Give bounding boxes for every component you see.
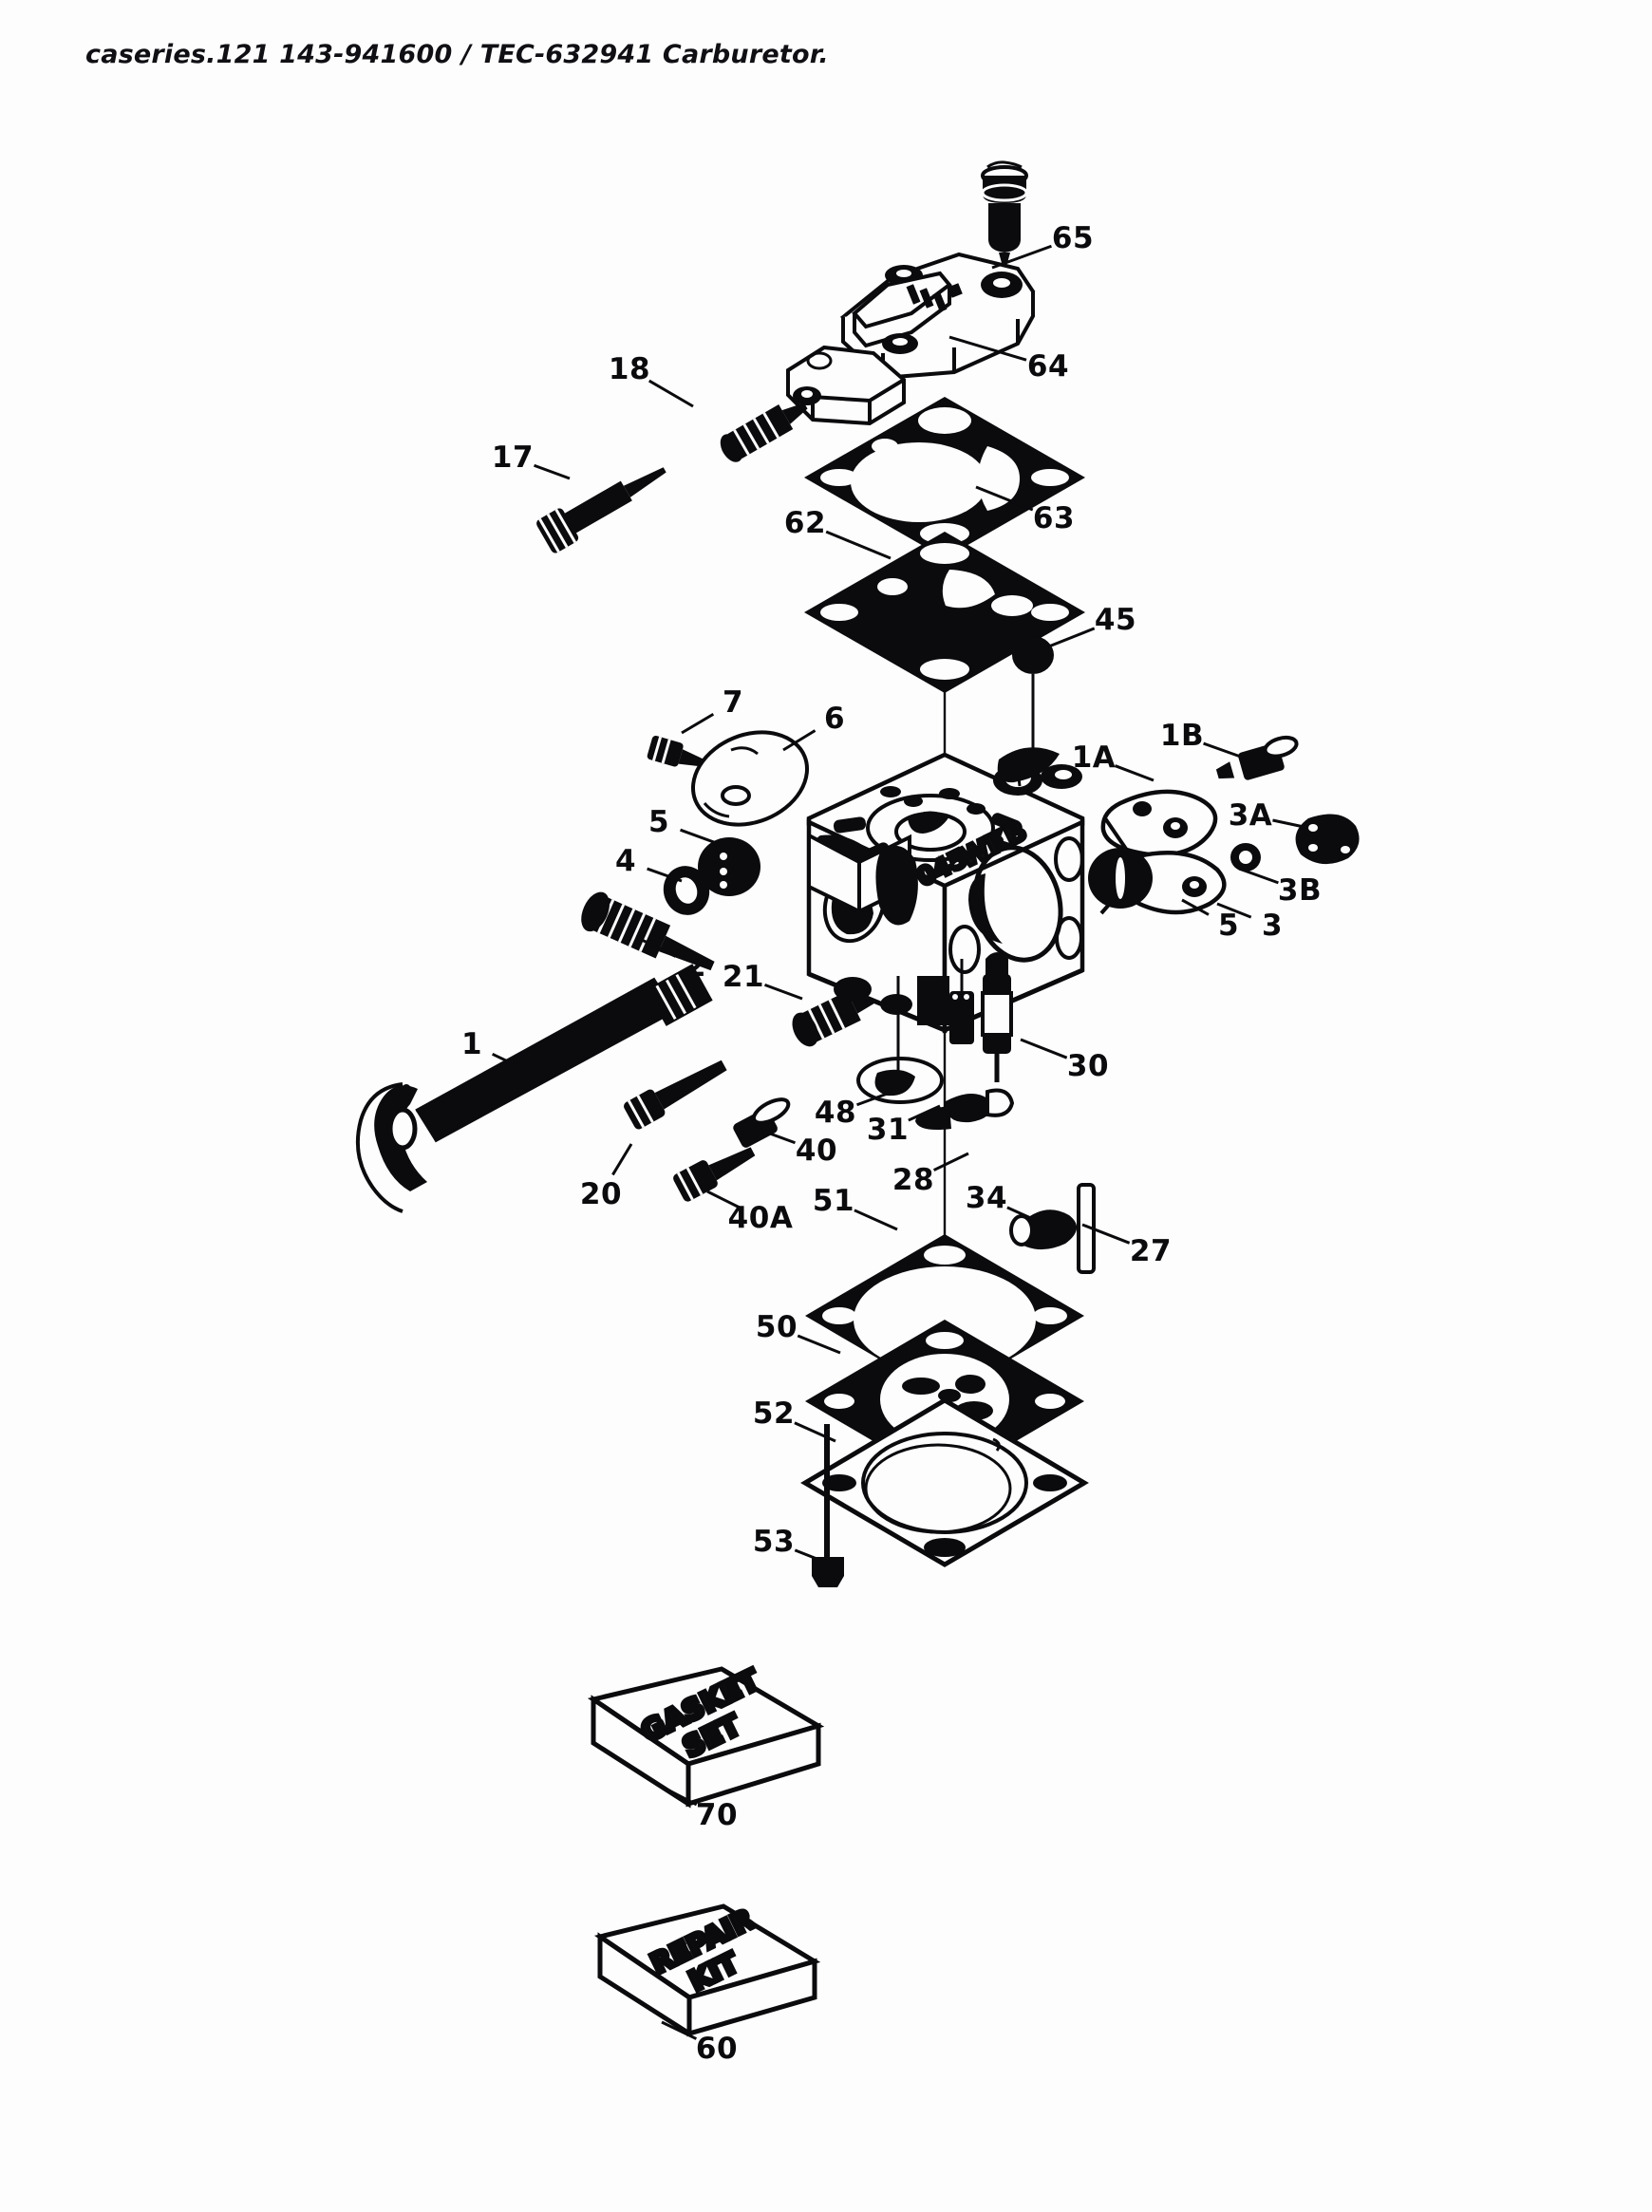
leader-line-20 bbox=[611, 1143, 633, 1176]
callout-label-1A: 1A bbox=[1071, 740, 1117, 775]
part-45-welch-plug bbox=[1012, 636, 1054, 759]
leader-line-53 bbox=[794, 1548, 825, 1564]
callout-label-18: 18 bbox=[608, 352, 651, 386]
callout-label-51: 51 bbox=[812, 1184, 855, 1218]
callout-label-17: 17 bbox=[491, 441, 535, 475]
callout-leader-lines bbox=[492, 244, 1309, 2040]
leader-line-1 bbox=[492, 1052, 533, 1075]
leader-line-63 bbox=[975, 485, 1034, 512]
part-1-throttle-shaft-lever bbox=[355, 964, 713, 1213]
part-3B-washer bbox=[1230, 843, 1261, 872]
leader-line-5 bbox=[1181, 898, 1210, 916]
part-34-lever-pin bbox=[1009, 1209, 1078, 1250]
callout-label-21: 21 bbox=[722, 960, 765, 994]
part-65-plug bbox=[981, 160, 1028, 273]
part-20-screw bbox=[624, 1059, 727, 1130]
callout-label-2: 2 bbox=[685, 949, 707, 984]
callout-label-48: 48 bbox=[814, 1096, 857, 1130]
leader-line-17 bbox=[534, 463, 571, 480]
part-3A-screw-plug bbox=[1295, 814, 1360, 865]
part-6-cover-plate bbox=[690, 730, 810, 827]
leader-line-7 bbox=[681, 712, 715, 735]
leader-line-1B bbox=[1203, 741, 1249, 761]
callout-label-65: 65 bbox=[1051, 221, 1095, 255]
callout-label-28: 28 bbox=[892, 1163, 935, 1197]
part-1B-screw bbox=[1215, 735, 1299, 780]
leader-line-28 bbox=[932, 1152, 969, 1172]
part-53-cover-screw bbox=[812, 1424, 844, 1587]
part-5-grommet-right bbox=[1088, 848, 1153, 909]
callout-label-3B: 3B bbox=[1277, 873, 1323, 908]
leader-line-31 bbox=[908, 1104, 941, 1122]
leader-line-50 bbox=[797, 1334, 841, 1355]
callout-label-27: 27 bbox=[1129, 1234, 1173, 1268]
leader-line-1A bbox=[1114, 764, 1155, 782]
callout-label-62: 62 bbox=[783, 506, 827, 540]
part-17-screw bbox=[536, 467, 666, 553]
leader-line-34 bbox=[1006, 1206, 1036, 1222]
leader-line-52 bbox=[794, 1421, 836, 1443]
callout-label-40: 40 bbox=[795, 1134, 838, 1168]
leader-line-45 bbox=[1031, 627, 1096, 655]
part-1A-throttle-lever bbox=[1100, 789, 1218, 857]
leader-line-4 bbox=[647, 867, 683, 883]
leader-line-21 bbox=[763, 983, 803, 1001]
callout-label-4: 4 bbox=[614, 844, 637, 878]
leader-line-2 bbox=[641, 938, 677, 958]
leader-line-3B bbox=[1238, 867, 1279, 885]
part-64-pump-cover bbox=[786, 252, 1036, 426]
part-63-pump-gasket bbox=[804, 397, 1085, 558]
part-7-screw bbox=[647, 736, 704, 767]
leader-line-40A bbox=[706, 1190, 742, 1209]
callout-label-5: 5 bbox=[648, 805, 670, 839]
leader-line-40 bbox=[759, 1128, 796, 1145]
leader-line-18 bbox=[648, 379, 694, 408]
page-title: caseries.121 143-941600 / TEC-632941 Car… bbox=[85, 40, 829, 69]
callout-label-7: 7 bbox=[722, 685, 744, 720]
leader-line-48 bbox=[856, 1090, 893, 1107]
part-5-grommet-left bbox=[698, 837, 760, 896]
callout-label-45: 45 bbox=[1094, 603, 1137, 637]
callout-label-5: 5 bbox=[1217, 909, 1240, 943]
callout-label-1: 1 bbox=[460, 1027, 483, 1061]
carburetor-main-body: WKB 045 bbox=[806, 747, 1085, 1034]
callout-label-3: 3 bbox=[1261, 909, 1284, 943]
leader-line-6 bbox=[782, 729, 817, 752]
callout-label-31: 31 bbox=[866, 1113, 910, 1147]
kit-box-repair-kit: REPAIR KIT bbox=[593, 1901, 821, 2038]
leader-line-64 bbox=[948, 335, 1027, 362]
kit-box-gasket-set: GASKET SET bbox=[587, 1661, 825, 1809]
callout-label-30: 30 bbox=[1066, 1049, 1110, 1083]
callout-label-63: 63 bbox=[1032, 501, 1076, 535]
part-48-check-valve bbox=[856, 1057, 944, 1104]
leader-line-30 bbox=[1020, 1038, 1068, 1059]
leader-line-5 bbox=[680, 828, 723, 847]
callout-label-60: 60 bbox=[695, 2032, 739, 2066]
leader-line-51 bbox=[854, 1209, 898, 1231]
leader-line-70 bbox=[661, 1785, 698, 1807]
part-30-fuel-inlet-screen bbox=[981, 952, 1013, 1082]
leader-line-60 bbox=[661, 2020, 698, 2040]
part-52-metering-cover bbox=[800, 1397, 1089, 1567]
callout-label-3A: 3A bbox=[1228, 798, 1273, 833]
callout-label-34: 34 bbox=[965, 1181, 1008, 1215]
leader-line-62 bbox=[825, 530, 892, 560]
callout-label-52: 52 bbox=[752, 1397, 796, 1431]
callout-label-50: 50 bbox=[755, 1310, 798, 1344]
leader-line-65 bbox=[991, 244, 1052, 270]
leader-line-27 bbox=[1081, 1223, 1131, 1245]
part-40A-screw bbox=[673, 1147, 756, 1202]
callout-label-53: 53 bbox=[752, 1525, 796, 1559]
callout-label-1B: 1B bbox=[1159, 719, 1205, 753]
callout-label-40A: 40A bbox=[727, 1201, 794, 1235]
callout-label-70: 70 bbox=[695, 1798, 739, 1832]
leader-line-3A bbox=[1272, 818, 1309, 830]
part-18-inlet-needle bbox=[720, 403, 808, 462]
callout-label-64: 64 bbox=[1026, 349, 1070, 384]
callout-label-20: 20 bbox=[579, 1177, 623, 1211]
callout-label-6: 6 bbox=[823, 702, 846, 736]
leader-line-3 bbox=[1216, 902, 1252, 919]
part-40-screw bbox=[733, 1097, 791, 1148]
